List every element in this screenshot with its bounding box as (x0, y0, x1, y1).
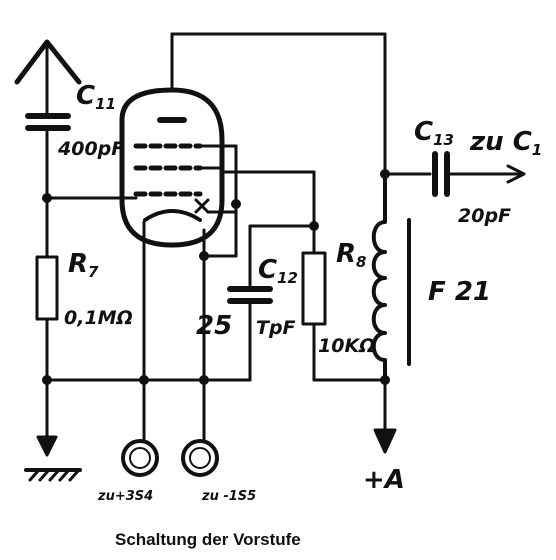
value-r7: 0,1MΩ (64, 307, 133, 329)
antenna-symbol (14, 39, 82, 115)
terminal-minus-1s5 (181, 439, 219, 477)
capacitor-c12 (227, 286, 273, 304)
caption: Schaltung der Vorstufe (115, 530, 301, 549)
label-terminal-right: zu -1S5 (201, 489, 256, 504)
resistor-r7 (35, 255, 59, 321)
value-c12-b: TpF (256, 317, 296, 339)
value-c13: 20pF (458, 205, 511, 227)
value-c12-a: 25 (196, 311, 232, 341)
pentode-tube (119, 87, 225, 248)
label-supply: +A (363, 465, 405, 495)
label-c11: C11 (76, 81, 116, 113)
label-r7: R7 (68, 249, 99, 281)
label-zu-c1: zu C1 (469, 127, 542, 159)
ground-symbol (24, 435, 82, 482)
terminal-plus-3s4 (121, 439, 159, 477)
output-arrow (506, 164, 526, 184)
junction-dots (42, 169, 390, 385)
label-r8: R8 (336, 239, 366, 271)
label-c12: C12 (258, 255, 298, 287)
label-terminal-left: zu+3S4 (97, 489, 153, 504)
supply-arrow (373, 428, 397, 454)
inductor-f21 (371, 172, 411, 382)
label-c13: C13 (414, 117, 454, 149)
value-c11: 400pF (57, 138, 124, 160)
capacitor-c11 (25, 113, 71, 131)
value-r8: 10KΩ (318, 335, 375, 357)
capacitor-c13 (432, 151, 450, 197)
resistor-r8 (301, 251, 327, 326)
label-f21: F 21 (428, 277, 491, 307)
